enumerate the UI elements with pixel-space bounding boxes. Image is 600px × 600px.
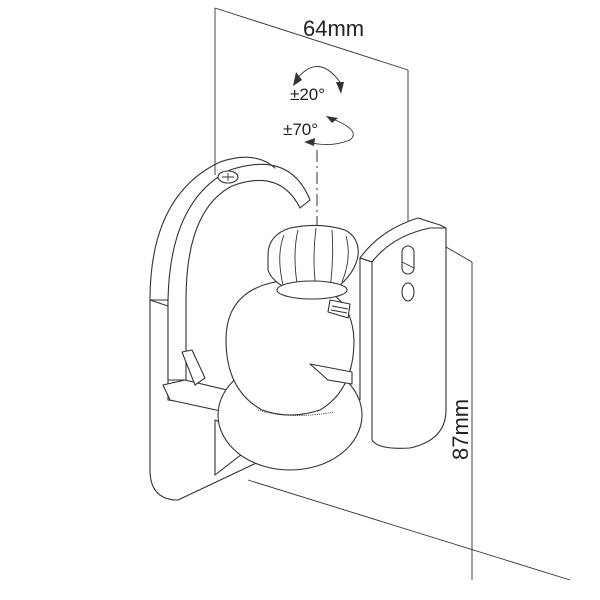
tilt-arrow-right-icon — [336, 82, 344, 94]
tilt-label: ±20° — [290, 85, 325, 104]
width-dimension: 64mm — [214, 7, 409, 225]
adjustment-knob[interactable] — [267, 224, 359, 319]
swivel-arrow-bottom-icon — [304, 138, 315, 146]
width-label: 64mm — [303, 16, 364, 41]
tilt-arrow-left-icon — [293, 72, 302, 86]
round-hole — [401, 282, 415, 302]
speaker-plate — [359, 217, 447, 449]
slot-hole — [401, 245, 415, 275]
swivel-indicator: ±70° — [283, 116, 354, 146]
tilt-indicator: ±20° — [290, 66, 344, 104]
swivel-arrow-top-icon — [326, 116, 338, 123]
swivel-label: ±70° — [283, 120, 318, 139]
height-dimension: 87mm — [247, 224, 571, 581]
ball-joint — [217, 279, 363, 471]
height-label: 87mm — [448, 399, 473, 460]
